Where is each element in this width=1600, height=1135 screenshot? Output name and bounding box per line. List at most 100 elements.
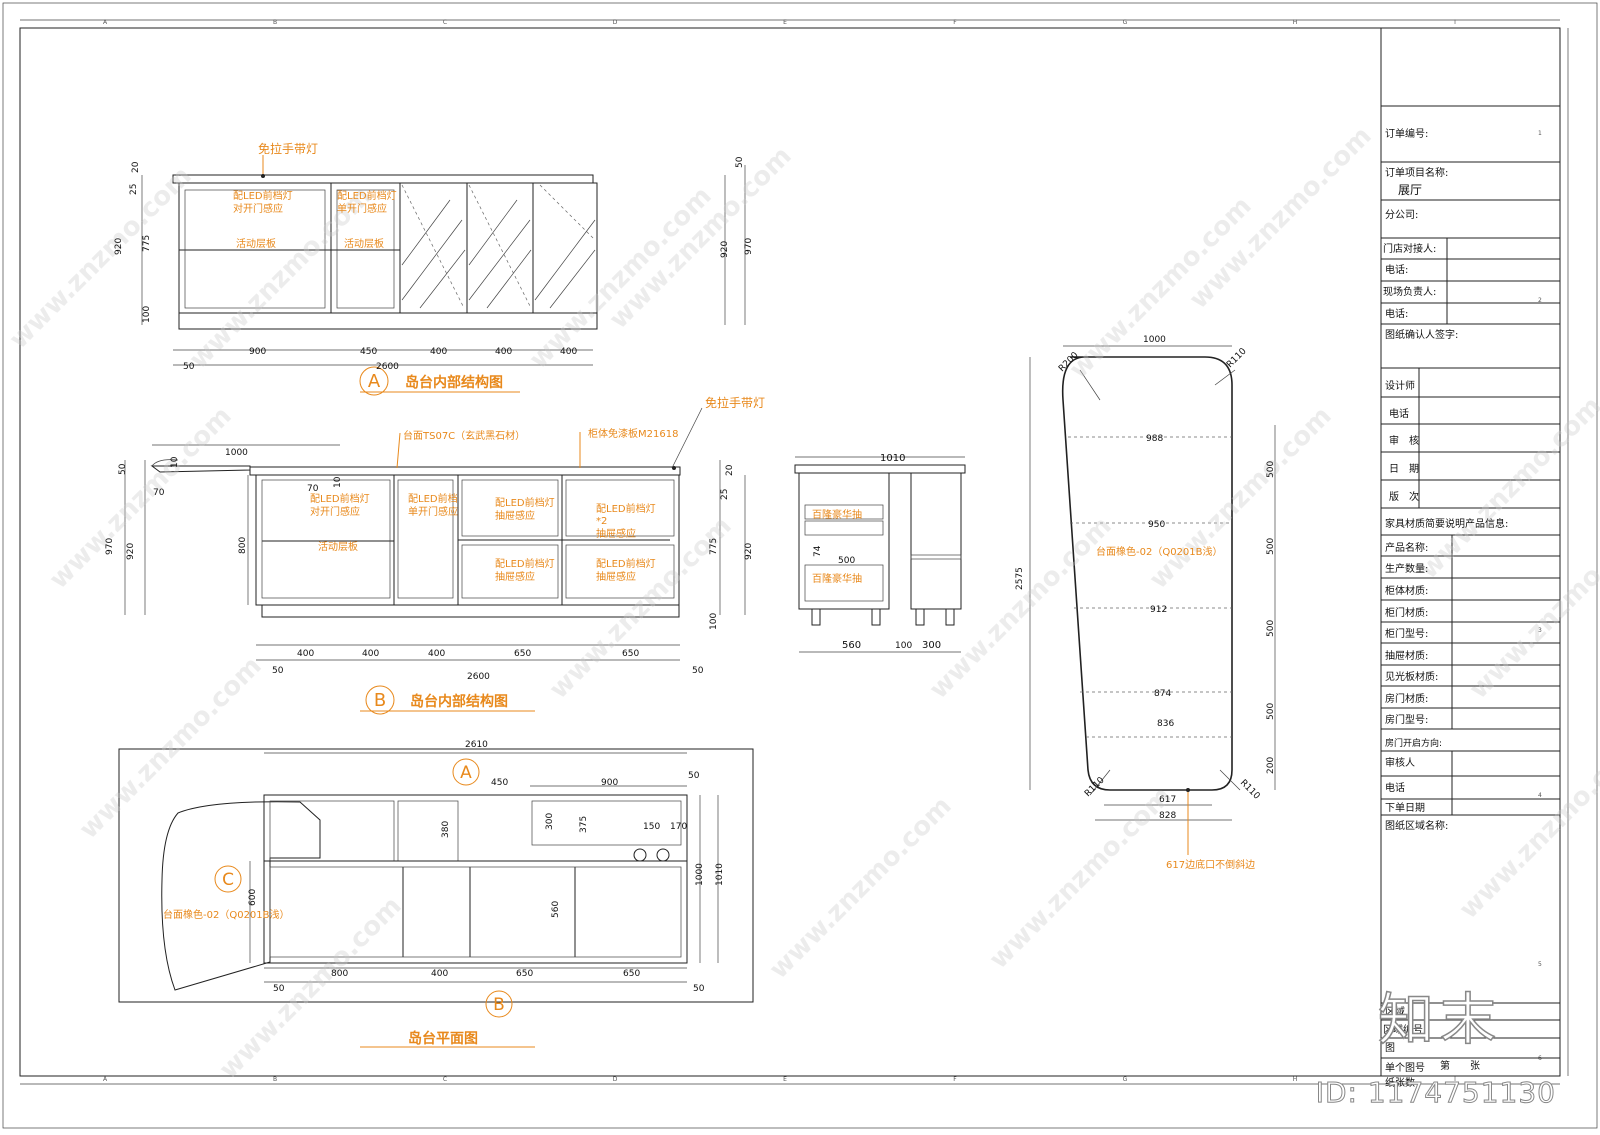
ruler-number: 4 <box>1538 792 1542 799</box>
s-dim-500: 500 <box>838 556 855 566</box>
s-drawer-1: 百隆豪华抽 <box>812 508 862 521</box>
p-top-color: 台面橡色-02（Q0201B浅） <box>163 908 290 921</box>
r-dim-912: 912 <box>1150 605 1167 615</box>
b-shelf: 活动层板 <box>318 540 358 553</box>
p-dim-560: 560 <box>551 901 561 918</box>
p-dim-800: 800 <box>331 969 348 979</box>
a-dim-2600: 2600 <box>376 362 399 372</box>
a-dim-50: 50 <box>183 362 195 372</box>
b-led-6b: 抽屉感应 <box>596 570 636 583</box>
tb-area-name: 图纸区域名称: <box>1385 819 1448 832</box>
ruler-letter: A <box>103 19 108 26</box>
b-dim-10: 10 <box>170 456 180 468</box>
elevation-a <box>141 155 746 393</box>
a-led-single-door: 配LED前档灯 <box>337 189 397 202</box>
s-dim-560: 560 <box>842 640 861 651</box>
a-dim-100: 100 <box>142 306 152 323</box>
tb-version: 版 次 <box>1389 490 1419 503</box>
p-dim-300: 300 <box>545 813 555 830</box>
p-dim-50a: 50 <box>273 984 285 994</box>
tb-sheet-of: 第 张 <box>1440 1059 1480 1072</box>
tb-phone-1: 电话: <box>1385 263 1408 276</box>
a-dim-r-920: 920 <box>720 241 730 258</box>
a-shelf-2: 活动层板 <box>344 237 384 250</box>
tb-drawer-material: 抽屉材质: <box>1385 649 1428 662</box>
p-dim-1010: 1010 <box>715 863 725 886</box>
ruler-letter: F <box>953 1076 957 1083</box>
r-dim-988: 988 <box>1146 434 1163 444</box>
b-dim-2600: 2600 <box>467 672 490 682</box>
r-dim-500b: 500 <box>1266 538 1276 555</box>
watermark-text: www.znzmo.com <box>1144 401 1338 595</box>
a-dim-775: 775 <box>142 235 152 252</box>
r-dim-200: 200 <box>1266 757 1276 774</box>
a-led-double-door-2: 对开门感应 <box>233 202 283 215</box>
tb-order-no: 订单编号: <box>1385 127 1428 140</box>
ruler-letter: E <box>783 19 787 26</box>
r-dim-828: 828 <box>1159 811 1176 821</box>
b-led-4: 配LED前档灯 <box>596 502 656 515</box>
plan-marker-a: A <box>460 763 472 783</box>
elevation-b-title: 岛台内部结构图 <box>410 693 508 710</box>
tb-phone-4: 电话 <box>1385 781 1405 794</box>
ruler-letter: G <box>1123 19 1128 26</box>
tb-door-model: 柜门型号: <box>1385 627 1428 640</box>
b-dim-top-1000: 1000 <box>225 448 248 458</box>
elevation-b-marker-circle <box>365 685 395 715</box>
p-dim-400: 400 <box>431 969 448 979</box>
b-dim-800: 800 <box>238 537 248 554</box>
p-dim-50: 50 <box>688 771 700 781</box>
watermark-text: www.znzmo.com <box>1454 731 1600 925</box>
site-logo: 知末 <box>1377 987 1502 1054</box>
b-dim-650a: 650 <box>514 649 531 659</box>
tb-door-material: 柜门材质: <box>1385 606 1428 619</box>
elevation-a-marker: A <box>368 371 381 392</box>
p-dim-170: 170 <box>670 822 687 832</box>
tb-room-door-dir: 房门开启方向: <box>1385 737 1442 749</box>
r-dim-500a: 500 <box>1266 461 1276 478</box>
ruler-letter: H <box>1293 1076 1298 1083</box>
s-dim-1010: 1010 <box>880 453 905 464</box>
watermark-text: www.znzmo.com <box>984 781 1178 975</box>
r-dim-r110a: R110 <box>1225 346 1249 370</box>
plan-marker-a-circle <box>452 758 480 786</box>
plan-title: 岛台平面图 <box>408 1030 478 1047</box>
ruler-letter: D <box>613 19 618 26</box>
tb-phone-2: 电话: <box>1385 307 1408 320</box>
ruler-number: 5 <box>1538 961 1542 968</box>
watermark-layer: www.znzmo.com www.znzmo.com www.znzmo.com w… <box>4 121 1600 1085</box>
b-countertop-note: 台面TS07C（玄武黑石材） <box>403 429 525 442</box>
b-dim-50b: 50 <box>692 666 704 676</box>
p-dim-50b: 50 <box>693 984 705 994</box>
b-dim-650b: 650 <box>622 649 639 659</box>
tb-total: 纸张数 <box>1385 1076 1415 1089</box>
tb-project-value: 展厅 <box>1398 183 1422 197</box>
r-dim-500c: 500 <box>1266 620 1276 637</box>
b-led-1b: 对开门感应 <box>310 505 360 518</box>
plan-marker-c-circle <box>214 865 242 893</box>
tb-material-info: 家具材质简要说明产品信息: <box>1385 517 1508 530</box>
plan-marker-b-circle <box>485 990 513 1018</box>
b-hand-light-note: 免拉手带灯 <box>705 395 765 410</box>
title-block-frame <box>1380 27 1561 1077</box>
b-led-5: 配LED前档灯 <box>495 557 555 570</box>
tb-reviewer: 审核人 <box>1385 756 1415 769</box>
watermark-text: www.znzmo.com <box>1464 511 1600 705</box>
tb-store-contact: 门店对接人: <box>1383 242 1436 255</box>
a-dim-r-50: 50 <box>735 156 745 168</box>
r-dim-2575: 2575 <box>1015 567 1025 590</box>
s-drawer-2: 百隆豪华抽 <box>812 572 862 585</box>
r-dim-1000: 1000 <box>1143 335 1166 345</box>
p-dim-900: 900 <box>601 778 618 788</box>
watermark-text: www.znzmo.com <box>44 401 238 595</box>
tb-room-door-material: 房门材质: <box>1385 692 1428 705</box>
r-edge-note: 617边底口不倒斜边 <box>1166 858 1255 871</box>
watermark-text: www.znzmo.com <box>604 141 798 335</box>
b-dim-400c: 400 <box>428 649 445 659</box>
ruler-number: 2 <box>1538 297 1542 304</box>
a-led-double-door: 配LED前档灯 <box>233 189 293 202</box>
